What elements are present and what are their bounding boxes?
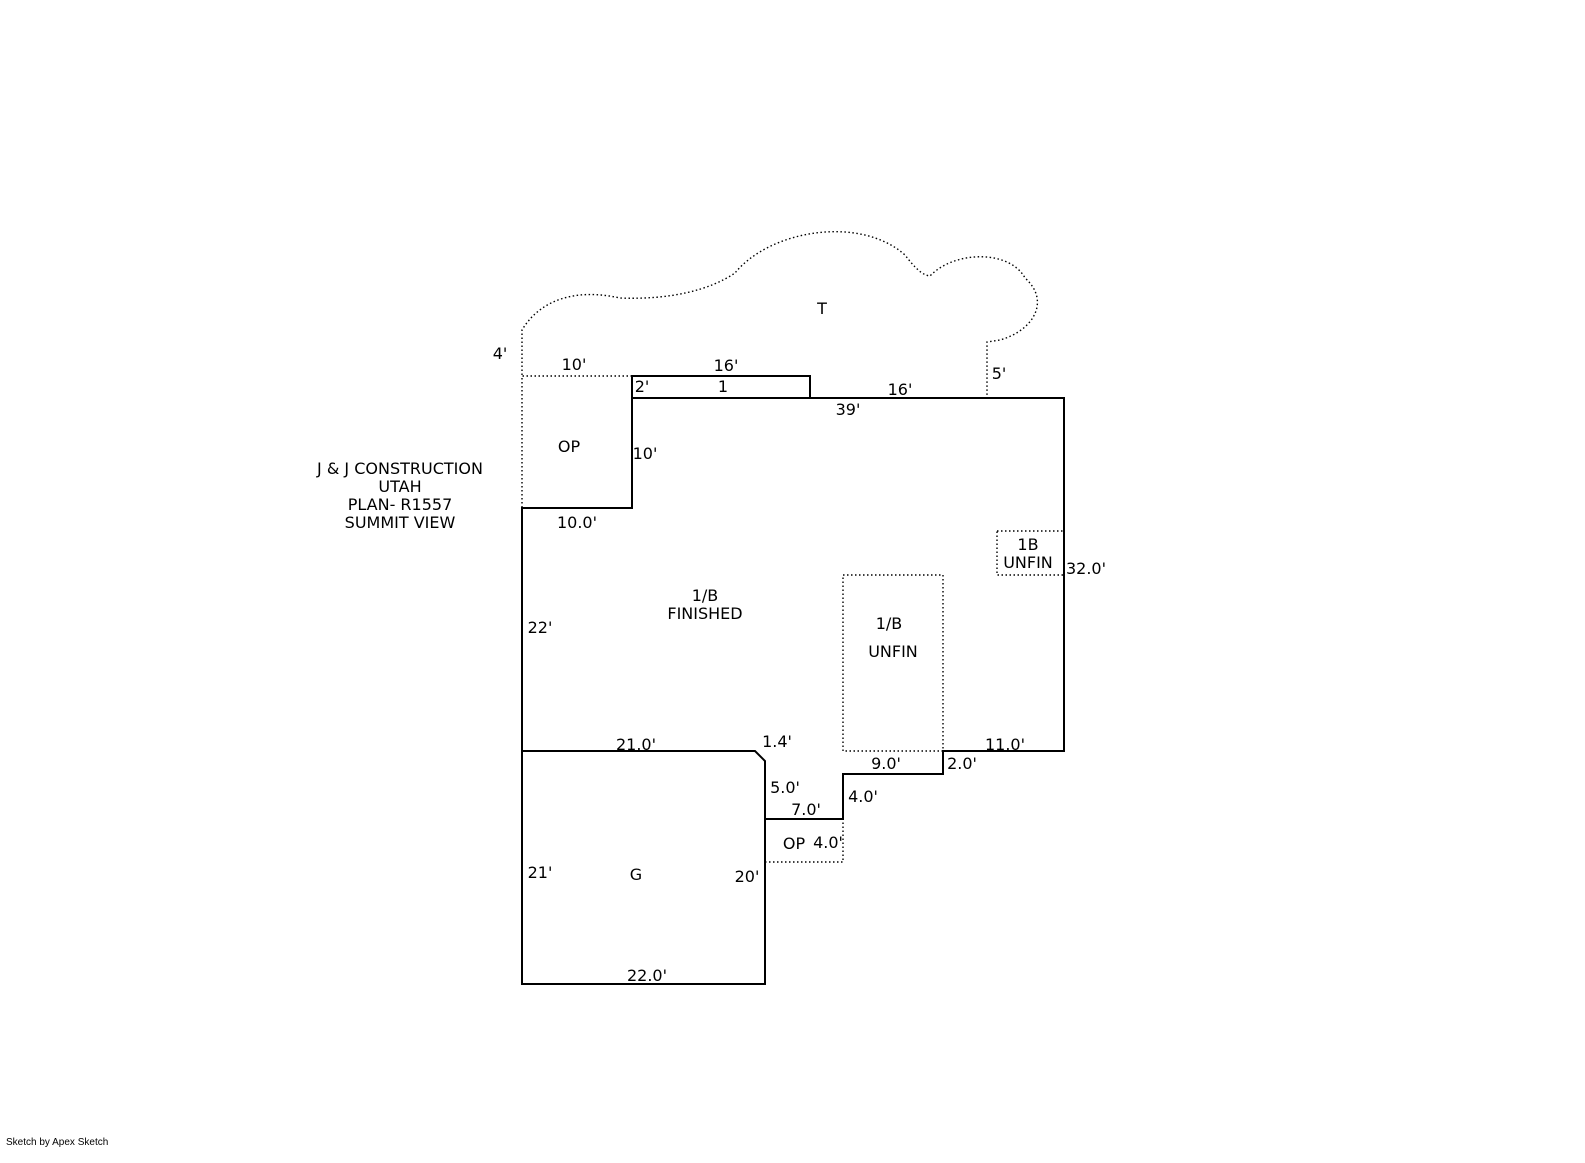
dim-label: 7.0' [791, 800, 821, 819]
unfin-center-label-1: 1/B [876, 614, 903, 633]
unfin-small-outline [996, 530, 1065, 576]
section-1-label: 1 [718, 377, 728, 396]
open-porch-top-outline [521, 375, 632, 508]
dim-label: 16' [714, 356, 739, 375]
open-porch-bottom-label: OP [783, 834, 806, 853]
dim-label: 9.0' [871, 754, 901, 773]
main-level-outline [521, 375, 1065, 985]
garage-label: G [630, 865, 642, 884]
sketch-credit: Sketch by Apex Sketch [6, 1137, 109, 1148]
open-porch-top-label: OP [558, 437, 581, 456]
dim-label: 4.0' [848, 787, 878, 806]
dim-label: 39' [836, 400, 861, 419]
title-plan: PLAN- R1557 [347, 495, 453, 514]
garage-top-line [522, 750, 766, 819]
unfin-center-label-2: UNFIN [868, 642, 918, 661]
title-subdivision: SUMMIT VIEW [344, 513, 456, 532]
dim-label: 10' [633, 444, 658, 463]
title-block: J & J CONSTRUCTION UTAH PLAN- R1557 SUMM… [300, 460, 500, 532]
title-state: UTAH [378, 477, 422, 496]
dim-label: 20' [735, 867, 760, 886]
dim-label: 10' [562, 355, 587, 374]
dim-label: 4' [493, 344, 508, 363]
title-company: J & J CONSTRUCTION [317, 459, 483, 478]
dim-label: 1.4' [762, 732, 792, 751]
dim-label: 4.0' [813, 833, 843, 852]
dim-label: 32.0' [1066, 559, 1106, 578]
unfin-small-label-1: 1B [1017, 535, 1038, 554]
dim-label: 16' [888, 380, 913, 399]
terrace-label: T [816, 299, 827, 318]
dim-label: 22.0' [627, 966, 667, 985]
dim-label: 5' [992, 364, 1007, 383]
dim-label: 10.0' [557, 513, 597, 532]
main-finished-label-2: FINISHED [667, 604, 742, 623]
dim-label: 21' [528, 863, 553, 882]
dim-label: 21.0' [616, 735, 656, 754]
unfin-center-outline [842, 574, 944, 752]
dim-label: 2.0' [947, 754, 977, 773]
dim-label: 22' [528, 618, 553, 637]
terrace-outline [521, 230, 1039, 398]
dim-label: 11.0' [985, 735, 1025, 754]
dim-label: 2' [635, 377, 650, 396]
unfin-small-label-2: UNFIN [1003, 553, 1053, 572]
main-finished-label-1: 1/B [692, 586, 719, 605]
dim-label: 5.0' [770, 778, 800, 797]
